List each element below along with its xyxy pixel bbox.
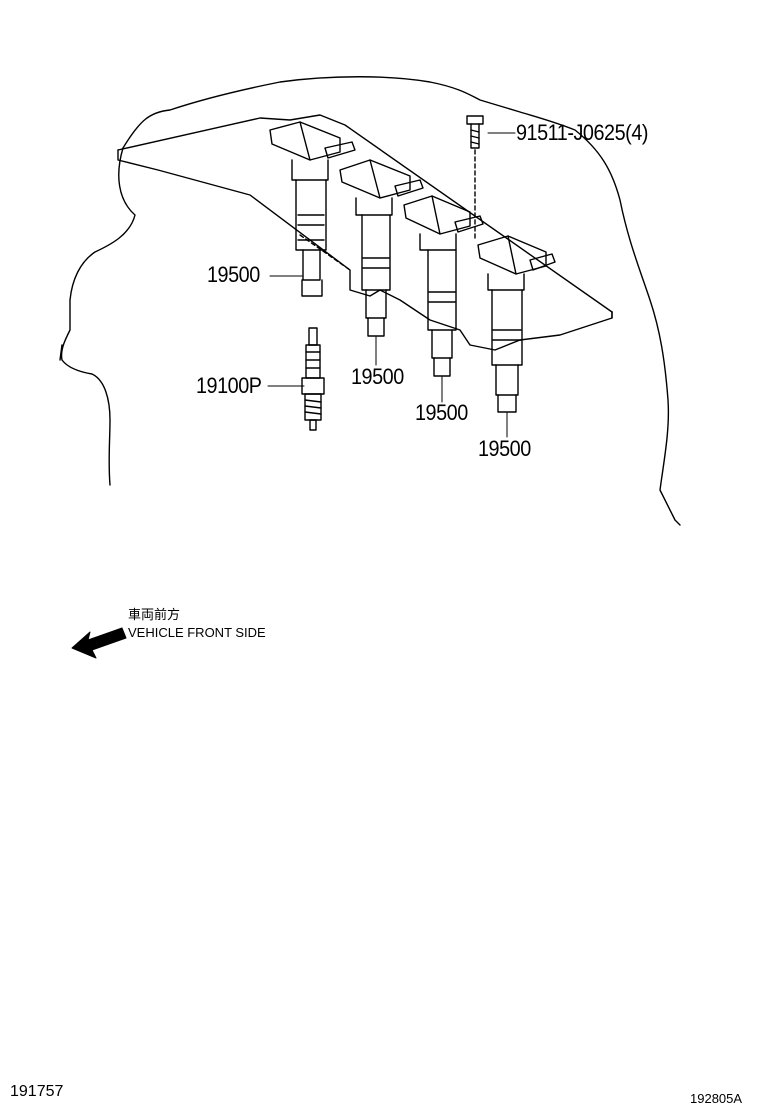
ignition-coil-4 (477, 235, 556, 413)
ignition-coil-3 (403, 195, 484, 377)
footer-right-code: 192805A (690, 1091, 743, 1106)
spark-plug (301, 327, 325, 431)
cylinder-head-cover (117, 114, 613, 351)
ignition-coil-1 (269, 121, 356, 297)
callout-coil-2: 19500 (351, 364, 404, 389)
callout-coil-4: 19500 (478, 436, 531, 461)
ignition-coil-2 (339, 159, 424, 337)
callout-coil-1: 19500 (207, 262, 260, 287)
callout-spark-plug: 19100P (196, 373, 262, 398)
leader-lines (267, 132, 516, 438)
direction-japanese: 車両前方 (128, 607, 181, 622)
direction-english: VEHICLE FRONT SIDE (128, 625, 266, 640)
callout-bolt: 91511-J0625(4) (516, 120, 649, 145)
footer-left-code: 191757 (10, 1083, 64, 1100)
bolt-fastener (466, 115, 484, 241)
engine-block-outline (59, 76, 681, 526)
arrow-left-icon (71, 627, 127, 659)
callout-coil-3: 19500 (415, 400, 468, 425)
